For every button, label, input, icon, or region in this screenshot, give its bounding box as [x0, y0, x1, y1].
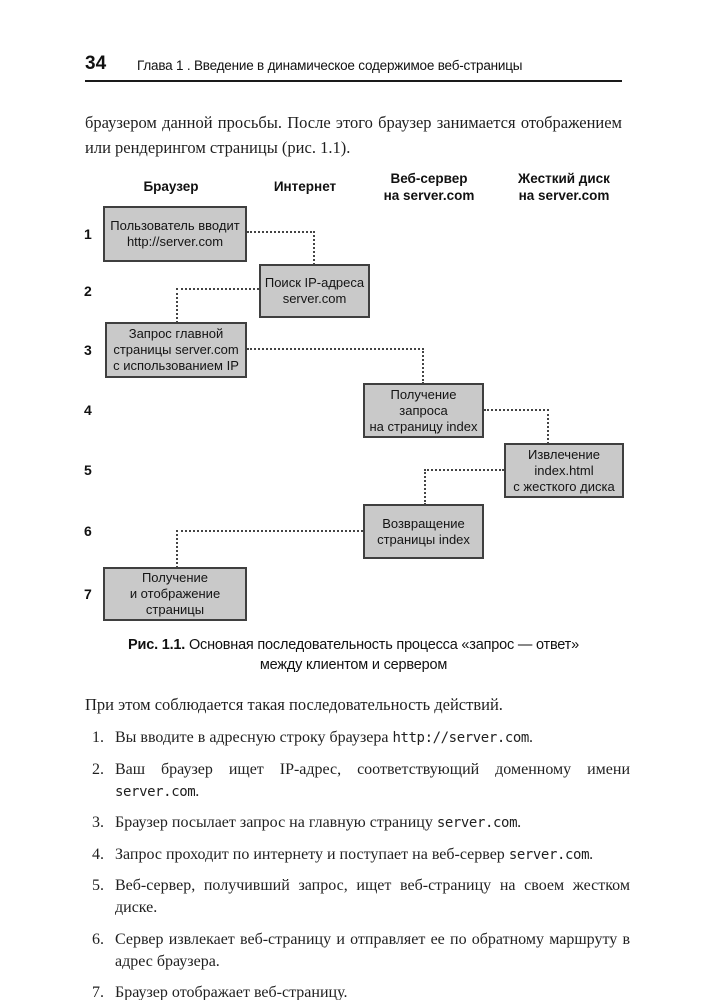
column-header-harddisk: Жесткий диск на server.com	[518, 171, 610, 203]
step-number-6: 6	[84, 523, 92, 539]
connector-4-5-vertical	[547, 409, 549, 444]
list-item-text-end: .	[517, 814, 522, 831]
connector-6-7-vertical	[176, 530, 178, 568]
list-item-code: http://server.com	[392, 730, 529, 746]
column-header-webserver: Веб-сервер на server.com	[383, 171, 475, 203]
running-head: Глава 1 . Введение в динамическое содерж…	[137, 58, 523, 73]
list-item-number: 7.	[92, 984, 104, 1000]
diagram-box-fetch-index: Извлечение index.html с жесткого диска	[504, 443, 624, 498]
list-item: 7. Браузер отображает веб-страницу.	[85, 982, 630, 1000]
list-item-code: server.com	[508, 846, 590, 863]
step-number-2: 2	[84, 283, 92, 299]
connector-4-5-horizontal	[484, 409, 549, 411]
list-item-text: Браузер посылает запрос на главную стран…	[115, 814, 437, 831]
list-item-text: Сервер извлекает веб-страницу и отправля…	[115, 930, 630, 970]
step-number-5: 5	[84, 462, 92, 478]
step-number-3: 3	[84, 342, 92, 358]
list-item-text: Браузер отображает веб-страницу.	[115, 984, 348, 1000]
connector-1-2-horizontal	[247, 231, 315, 233]
diagram-box-return-page: Возвращение страницы index	[363, 504, 484, 559]
list-item-text: Веб-сервер, получивший запрос, ищет веб-…	[115, 877, 630, 916]
list-item-text-end: .	[589, 845, 594, 863]
connector-5-6-horizontal	[424, 469, 504, 471]
diagram-box-user-enters-url: Пользователь вводит http://server.com	[103, 206, 247, 262]
list-item-number: 6.	[92, 930, 104, 948]
list-item: 6. Сервер извлекает веб-страницу и отправ…	[85, 929, 630, 973]
diagram-box-render-page: Получение и отображение страницы	[103, 567, 247, 621]
figure-caption-line2: между клиентом и сервером	[259, 656, 448, 673]
list-item: 5. Веб-сервер, получивший запрос, ищет ве…	[85, 875, 630, 919]
connector-6-7-horizontal	[176, 530, 363, 532]
list-item-number: 1.	[92, 729, 104, 746]
list-item-text: Запрос проходит по интернету и поступает…	[115, 845, 509, 863]
list-item-text: Ваш браузер ищет IP-адрес, соответствующ…	[115, 760, 630, 778]
list-item: 4. Запрос проходит по интернету и поступа…	[85, 844, 630, 866]
step-number-1: 1	[84, 226, 92, 242]
figure-caption: Рис. 1.1. Основная последовательность пр…	[85, 636, 622, 675]
figure-caption-label: Рис. 1.1.	[128, 637, 186, 653]
diagram-box-receive-request: Получение запроса на страницу index	[363, 383, 484, 438]
connector-5-6-vertical	[424, 469, 426, 505]
connector-1-2-vertical	[313, 231, 315, 265]
connector-3-4-vertical	[422, 348, 424, 384]
connector-2-3-vertical	[176, 288, 178, 323]
list-item: 2. Ваш браузер ищет IP-адрес, соответству…	[85, 759, 630, 803]
page-number: 34	[85, 53, 107, 74]
list-item-number: 4.	[92, 845, 104, 863]
connector-3-4-horizontal	[247, 348, 424, 350]
diagram-box-ip-lookup: Поиск IP-адреса server.com	[259, 264, 370, 318]
sequence-intro-paragraph: При этом соблюдается такая последователь…	[85, 695, 503, 714]
steps-ordered-list: 1.Вы вводите в адресную строку браузера …	[85, 727, 630, 1000]
list-item: 3. Браузер посылает запрос на главную стр…	[85, 812, 630, 834]
list-item-text: Вы вводите в адресную строку браузера	[115, 729, 393, 746]
list-item-code: server.com	[436, 815, 518, 831]
list-item-number: 3.	[92, 814, 104, 831]
figure-caption-line1: Основная последовательность процесса «за…	[188, 637, 579, 653]
connector-2-3-horizontal	[176, 288, 259, 290]
list-item-code: server.com	[115, 783, 196, 800]
list-item-text-end: .	[195, 782, 200, 800]
header-rule	[85, 80, 622, 82]
list-item-text-end: .	[528, 729, 533, 746]
step-number-4: 4	[84, 402, 92, 418]
list-item-number: 5.	[92, 877, 104, 894]
column-header-internet: Интернет	[273, 179, 337, 194]
diagram-box-request-main-page: Запрос главной страницы server.com с исп…	[105, 322, 247, 378]
list-item: 1.Вы вводите в адресную строку браузера …	[85, 727, 630, 749]
column-header-browser: Браузер	[143, 179, 199, 194]
list-item-number: 2.	[92, 760, 104, 778]
step-number-7: 7	[84, 586, 92, 602]
intro-paragraph: браузером данной просьбы. После этого бр…	[85, 113, 622, 157]
